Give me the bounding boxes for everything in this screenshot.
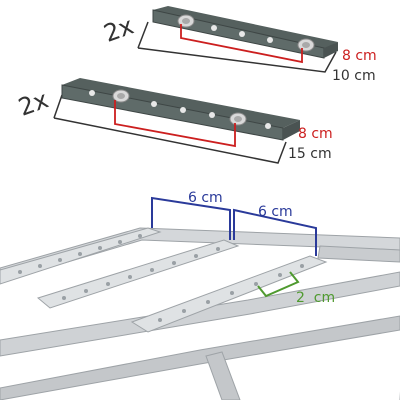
small-plate-length-label: 10 cm	[332, 68, 376, 84]
rack-crossbar-holes	[18, 234, 304, 322]
small-plate-group: 2x 8 cm 10 cm	[100, 6, 377, 84]
small-plate-hole	[267, 37, 273, 43]
large-plate-hole	[89, 90, 95, 96]
large-plate-length-tick-left	[53, 94, 63, 119]
small-plate-hole-spacing-line	[180, 24, 303, 64]
crossbar-hole	[216, 247, 220, 251]
crossbar-hole	[118, 240, 122, 244]
bar-spacing-bracket-1	[151, 196, 231, 240]
large-plate-group: 2x 8 cm 15 cm	[15, 78, 333, 164]
crossbar-hole	[194, 254, 198, 258]
crossbar-hole	[278, 273, 282, 277]
crossbar-hole	[128, 275, 132, 279]
bar-spacing-label-2: 6 cm	[258, 204, 293, 220]
hole-pitch-label: 2 cm	[296, 290, 335, 306]
large-plate-stud-center	[234, 116, 242, 122]
crossbar-hole	[206, 300, 210, 304]
bar-spacing-label-1: 6 cm	[188, 190, 223, 206]
large-plate-hole-spacing-line	[114, 100, 236, 148]
large-plate-hole	[151, 101, 157, 107]
crossbar-hole	[62, 296, 66, 300]
rack-lower-rail	[0, 315, 400, 400]
crossbar-hole	[78, 252, 82, 256]
crossbar-hole	[158, 318, 162, 322]
large-plate-hole	[265, 123, 271, 129]
small-plate-hole-spacing-label: 8 cm	[342, 48, 377, 64]
small-plate-length-tick-left	[137, 21, 149, 49]
small-plate-stud-center	[182, 18, 190, 24]
rack-crossbar-3	[130, 255, 328, 333]
crossbar-hole	[138, 234, 142, 238]
crossbar-hole	[58, 258, 62, 262]
large-plate-length-line	[53, 117, 287, 164]
crossbar-hole	[300, 264, 304, 268]
rack-frame	[0, 227, 400, 400]
crossbar-hole	[106, 282, 110, 286]
crossbar-hole	[38, 264, 42, 268]
crossbar-hole	[254, 282, 258, 286]
crossbar-hole	[172, 261, 176, 265]
crossbar-hole	[18, 270, 22, 274]
large-plate-hole	[209, 112, 215, 118]
large-plate-hole-spacing-label: 8 cm	[298, 126, 333, 142]
small-plate-end	[324, 42, 338, 58]
small-plate-hole	[211, 25, 217, 31]
rack-front-rail	[0, 271, 400, 357]
rack-leg	[205, 351, 241, 400]
small-plate-top-edge	[153, 6, 338, 49]
large-plate-quantity: 2x	[15, 85, 52, 121]
crossbar-hole	[84, 289, 88, 293]
small-plate-hole	[239, 31, 245, 37]
small-plate-length-line	[137, 47, 337, 73]
crossbar-hole	[230, 291, 234, 295]
crossbar-hole	[182, 309, 186, 313]
large-plate-hole	[180, 107, 186, 113]
large-plate-end	[283, 120, 300, 140]
crossbar-hole	[150, 268, 154, 272]
hole-pitch-bracket	[257, 271, 300, 298]
small-plate-stud-center	[302, 42, 310, 48]
large-plate-length-label: 15 cm	[288, 146, 332, 162]
rack-right-rail	[317, 245, 400, 263]
crossbar-hole	[98, 246, 102, 250]
small-plate-quantity: 2x	[100, 12, 137, 48]
bar-spacing-bracket-2	[233, 208, 317, 256]
large-plate-stud-center	[117, 93, 125, 99]
